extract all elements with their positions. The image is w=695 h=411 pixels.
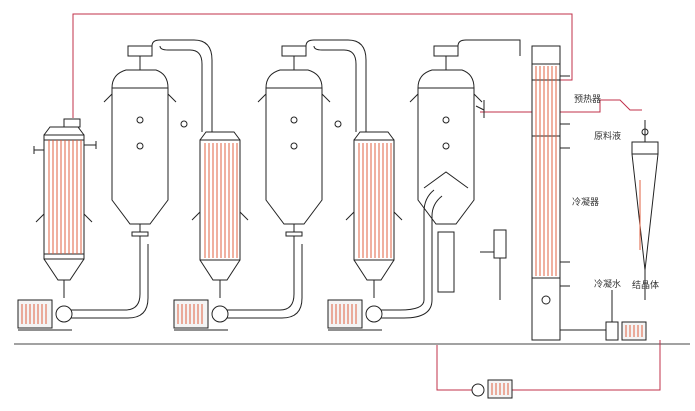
separator-3 — [409, 45, 483, 293]
heater-1 — [33, 118, 97, 298]
separator-1 — [103, 45, 188, 244]
right-red-line — [480, 99, 642, 113]
condensate-pump — [560, 290, 647, 341]
cyclone — [631, 120, 659, 300]
receiver-tank — [475, 100, 507, 300]
bottom-red-line — [436, 345, 478, 391]
label-crystal: 结晶体 — [632, 279, 659, 291]
label-condenser: 冷凝器 — [572, 196, 599, 208]
feed-pump — [471, 379, 513, 399]
condenser-column — [531, 45, 570, 341]
separator-2 — [257, 45, 342, 244]
heater-3 — [345, 131, 403, 298]
circulation-pipes — [64, 244, 433, 319]
bottom-red-line-2 — [510, 340, 661, 391]
pump-motor-1 — [17, 299, 73, 331]
heater-2 — [191, 131, 249, 298]
pump-motor-2 — [173, 299, 229, 331]
vapor-pipes — [151, 39, 521, 300]
top-red-line — [72, 13, 573, 118]
label-preheater: 预热器 — [574, 93, 601, 105]
label-raw-liquid: 原料液 — [594, 130, 621, 142]
label-cooling-water: 冷凝水 — [594, 278, 621, 290]
pump-motor-3 — [327, 299, 383, 331]
